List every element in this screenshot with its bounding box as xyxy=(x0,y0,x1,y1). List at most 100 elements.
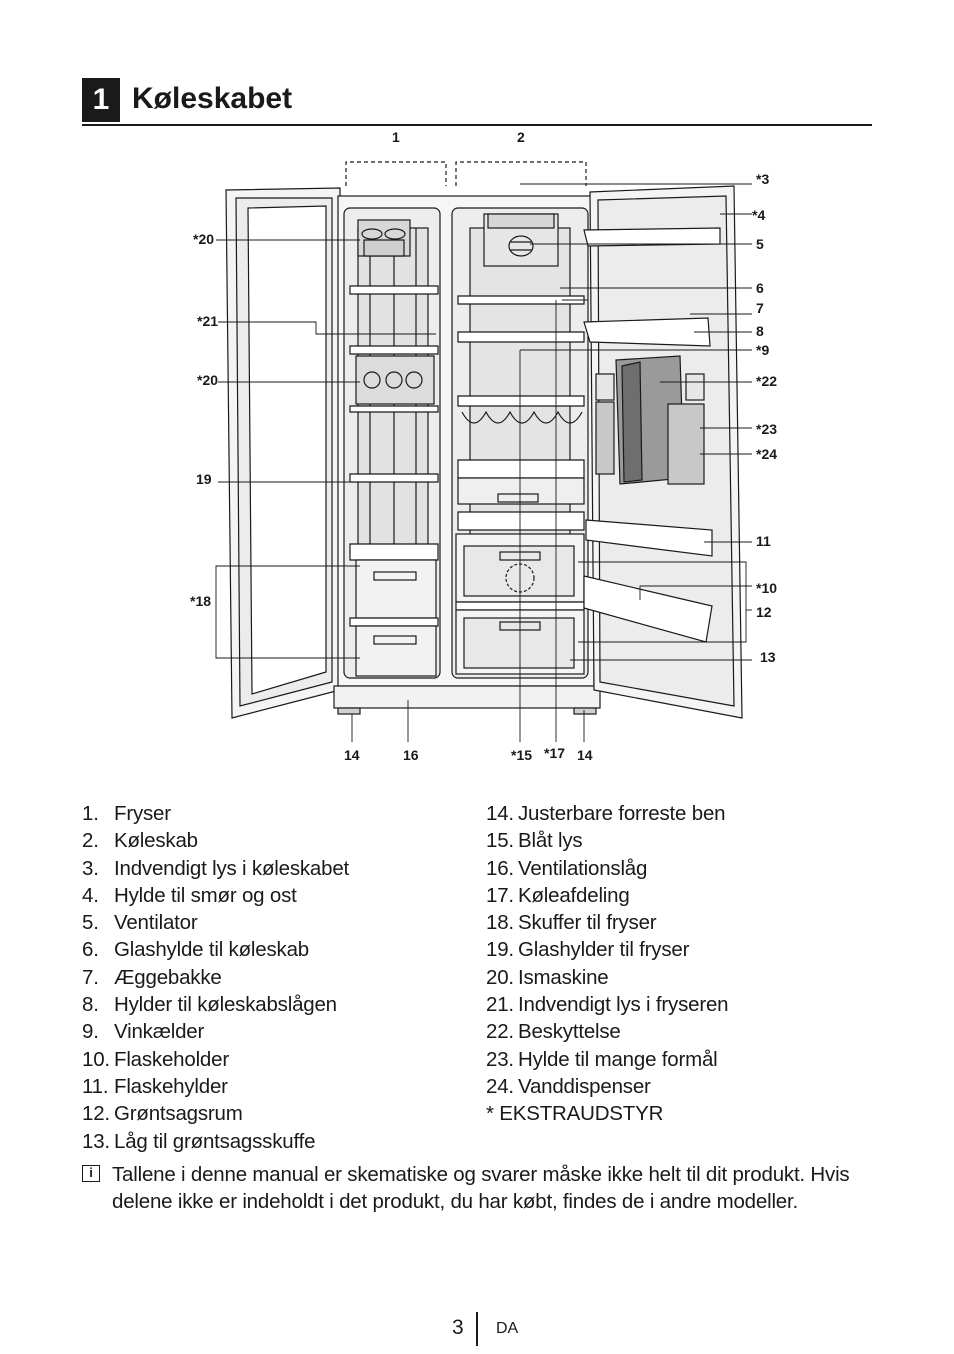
list-item-number: 23. xyxy=(486,1047,514,1071)
list-item-number: 12. xyxy=(82,1102,110,1126)
callout-20-top: *20 xyxy=(193,231,214,247)
callout-14-left: 14 xyxy=(344,747,360,763)
list-item: 7. Æggebakke xyxy=(82,964,349,991)
page-title: Køleskabet xyxy=(132,82,293,115)
footer-divider xyxy=(476,1312,478,1346)
list-item: 22.Beskyttelse xyxy=(486,1018,728,1045)
list-item: 17.Køleafdeling xyxy=(486,882,728,909)
list-item-label: Indvendigt lys i køleskabet xyxy=(114,856,350,880)
callout-21: *21 xyxy=(197,313,218,329)
callout-14-right: 14 xyxy=(577,747,593,763)
callout-1: 1 xyxy=(392,129,400,145)
list-item: 12.Grøntsagsrum xyxy=(82,1100,349,1127)
callout-4: *4 xyxy=(752,207,765,223)
list-item-number: 15. xyxy=(486,829,514,853)
list-item: 21.Indvendigt lys i fryseren xyxy=(486,991,729,1018)
list-item: 1. Fryser xyxy=(82,800,349,827)
list-item: 14.Justerbare forreste ben xyxy=(486,800,728,827)
list-item-number: 1. xyxy=(82,802,99,825)
list-item: 5. Ventilator xyxy=(82,909,349,936)
list-item: 4. Hylde til smør og ost xyxy=(82,882,349,909)
list-item: 16.Ventilationslåg xyxy=(486,855,728,882)
list-item: 6.Glashylde til køleskab xyxy=(82,936,349,963)
list-item-number: 21. xyxy=(486,993,514,1017)
callout-23: *23 xyxy=(756,421,777,437)
list-item-label: Glashylde til køleskab xyxy=(114,938,309,962)
callout-19: 19 xyxy=(196,471,212,487)
list-item-label: Vanddispenser xyxy=(518,1074,651,1098)
list-item-label: Hylde til mange formål xyxy=(518,1047,718,1071)
callout-10: *10 xyxy=(756,580,777,596)
callout-3: *3 xyxy=(756,171,769,187)
callout-24: *24 xyxy=(756,446,777,462)
list-item: 19.Glashylder til fryser xyxy=(486,936,728,963)
list-item: 20.Ismaskine xyxy=(486,964,728,991)
list-item: 15.Blåt lys xyxy=(486,827,728,854)
list-item-number: 7. xyxy=(82,965,99,989)
list-item-label: Fryser xyxy=(114,802,171,825)
chapter-number: 1 xyxy=(82,78,120,122)
callout-2: 2 xyxy=(517,129,525,145)
list-item-label: Ventilator xyxy=(114,911,198,935)
callout-18: *18 xyxy=(190,593,211,609)
list-item: 18.Skuffer til fryser xyxy=(486,909,728,936)
callout-20-bottom: *20 xyxy=(197,372,218,388)
callout-11: 11 xyxy=(756,533,771,549)
callout-15: *15 xyxy=(511,747,532,763)
list-item-number: 8. xyxy=(82,993,99,1017)
note-text: Tallene i denne manual er skematiske og … xyxy=(112,1163,850,1213)
list-item-label: Køleskab xyxy=(114,829,198,853)
list-item-label: Ismaskine xyxy=(518,965,609,989)
list-item-label: Køleafdeling xyxy=(518,883,630,907)
list-item: 24.Vanddispenser xyxy=(486,1073,728,1100)
list-item-number: 2. xyxy=(82,829,99,853)
list-item: 3.Indvendigt lys i køleskabet xyxy=(82,855,349,882)
list-item-number: 14. xyxy=(486,802,514,825)
list-item-label: Indvendigt lys i fryseren xyxy=(518,993,729,1017)
list-item-label: Låg til grøntsagsskuffe xyxy=(114,1129,316,1153)
list-item-number: 5. xyxy=(82,911,99,935)
list-item-number: 20. xyxy=(486,965,514,989)
list-item-label: Blåt lys xyxy=(518,829,583,853)
list-item-number: 11. xyxy=(82,1074,109,1098)
list-item-number: 17. xyxy=(486,883,514,907)
callout-12: 12 xyxy=(756,604,772,620)
list-item-number: 16. xyxy=(486,856,514,880)
info-icon: i xyxy=(82,1165,100,1182)
list-item: 23.Hylde til mange formål xyxy=(486,1046,728,1073)
list-item-label: Hylde til smør og ost xyxy=(114,883,297,907)
callout-22: *22 xyxy=(756,373,777,389)
list-item-number: 22. xyxy=(486,1020,514,1044)
list-item: 13.Låg til grøntsagsskuffe xyxy=(82,1128,349,1155)
list-item-label: Æggebakke xyxy=(114,965,222,989)
list-item-label: Grøntsagsrum xyxy=(114,1102,243,1126)
list-item-label: Skuffer til fryser xyxy=(518,911,657,935)
list-item: 11.Flaskehylder xyxy=(82,1073,349,1100)
list-item-label: Flaskeholder xyxy=(114,1047,229,1071)
page-number: 3 xyxy=(452,1316,464,1339)
callout-13: 13 xyxy=(760,649,776,665)
language-code: DA xyxy=(496,1320,519,1337)
list-item-number: 18. xyxy=(486,911,514,935)
callout-17: *17 xyxy=(544,745,565,761)
list-item: 8. Hylder til køleskabslågen xyxy=(82,991,349,1018)
callout-5: 5 xyxy=(756,236,764,252)
list-item: 2. Køleskab xyxy=(82,827,349,854)
list-item: 9.Vinkælder xyxy=(82,1018,349,1045)
list-item-label: Vinkælder xyxy=(114,1020,205,1044)
list-item-label: * EKSTRAUDSTYR xyxy=(486,1102,664,1126)
list-item-number: 10. xyxy=(82,1047,110,1071)
fridge-diagram: 1 2 *3 *4 5 6 7 8 *9 *22 *23 *24 11 *10 … xyxy=(190,129,777,763)
list-item-number: 4. xyxy=(82,883,99,907)
callout-7: 7 xyxy=(756,300,764,316)
callout-8: 8 xyxy=(756,323,764,339)
list-item-number: 13. xyxy=(82,1129,110,1153)
list-item-label: Justerbare forreste ben xyxy=(518,802,726,825)
list-item-label: Hylder til køleskabslågen xyxy=(114,993,337,1017)
callout-9: *9 xyxy=(756,342,769,358)
list-item-number: 19. xyxy=(486,938,514,962)
list-item-label: Glashylder til fryser xyxy=(518,938,690,962)
list-item: 10.Flaskeholder xyxy=(82,1046,349,1073)
